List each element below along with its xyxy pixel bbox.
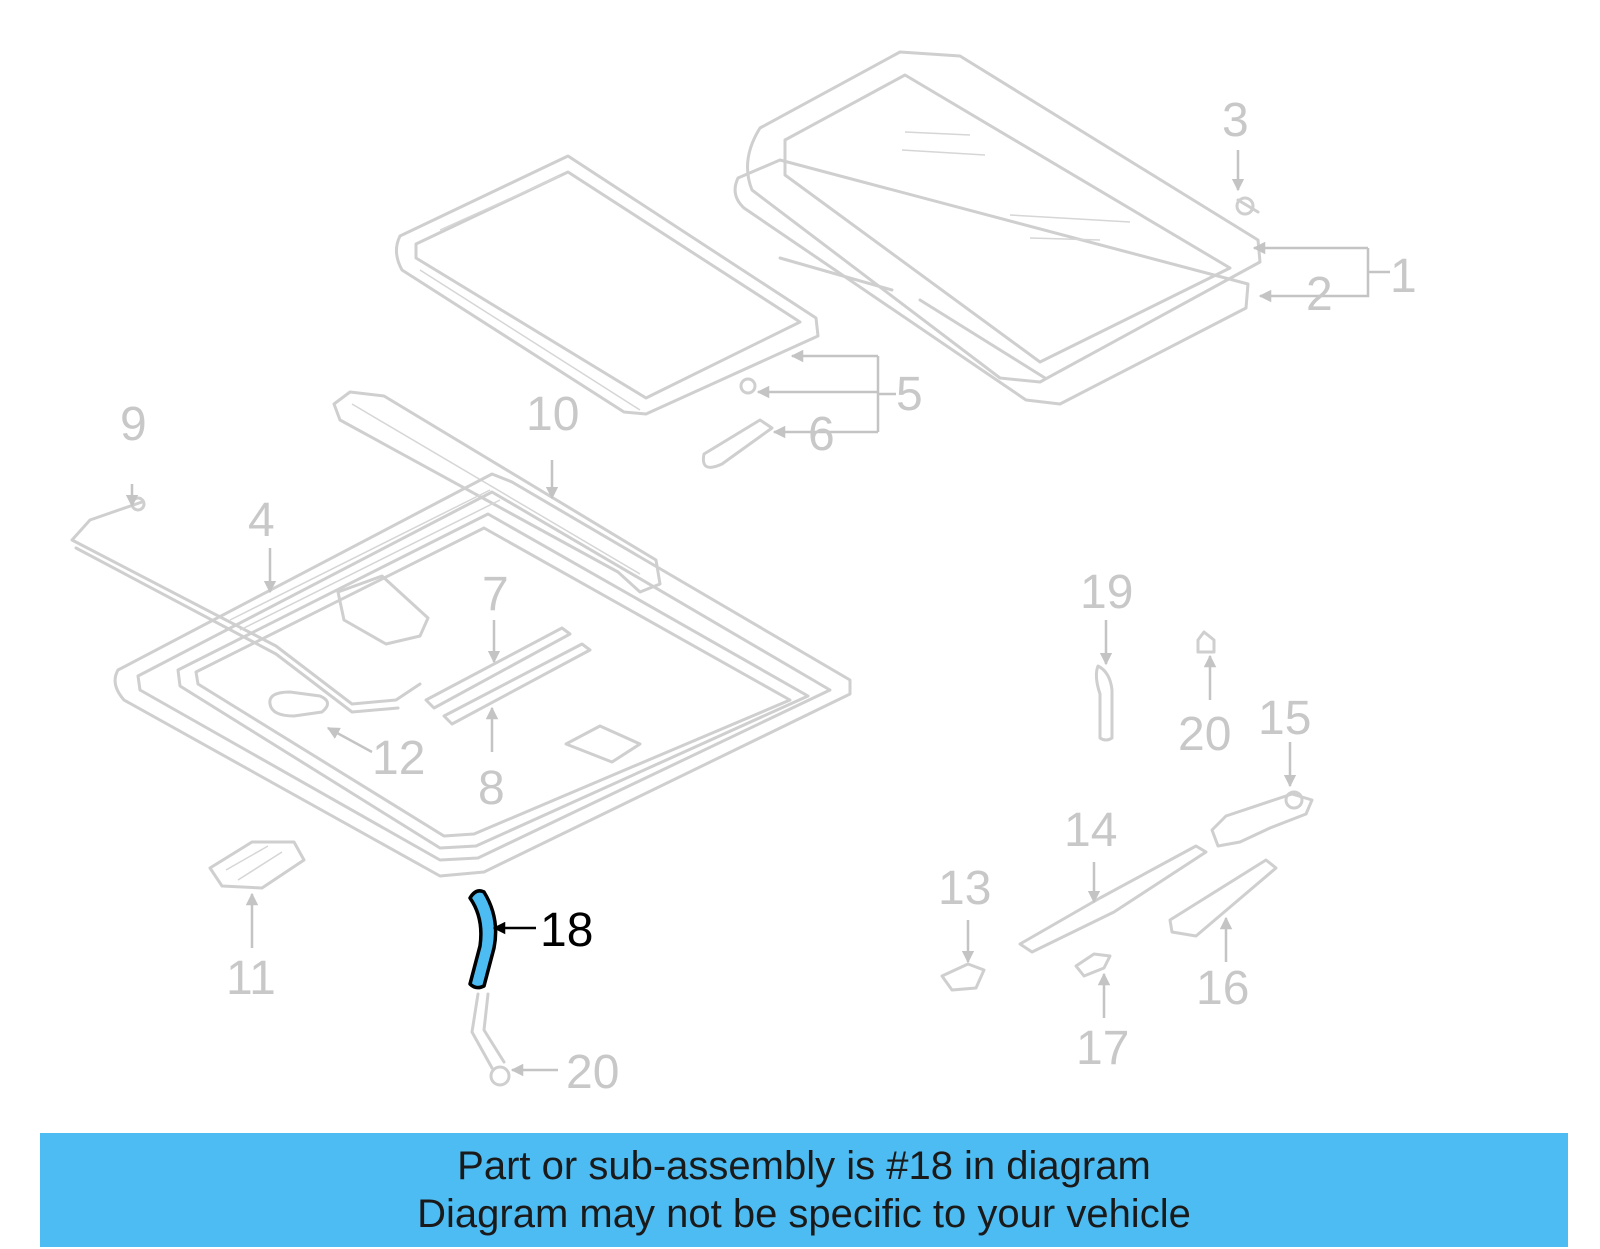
label-20-right: 20 [1178, 708, 1231, 761]
label-1: 1 [1390, 250, 1417, 303]
label-10: 10 [526, 388, 579, 441]
pad-12 [268, 690, 329, 718]
label-13: 13 [938, 862, 991, 915]
bracket-17 [1074, 952, 1112, 978]
label-12: 12 [372, 732, 425, 785]
wind-deflector [332, 390, 662, 594]
motor-11 [208, 840, 306, 890]
sunshade-panel [395, 154, 820, 416]
label-5: 5 [896, 368, 923, 421]
drain-hose-18 [468, 889, 498, 990]
label-17: 17 [1076, 1022, 1129, 1075]
bracket-15 [1210, 790, 1314, 848]
label-4: 4 [248, 494, 275, 547]
label-14: 14 [1064, 804, 1117, 857]
label-15: 15 [1258, 692, 1311, 745]
drive-cable [70, 496, 422, 714]
label-3: 3 [1222, 94, 1249, 147]
info-banner: Part or sub-assembly is #18 in diagram D… [40, 1133, 1568, 1247]
callout-labels: 1 2 3 4 5 6 7 8 9 10 11 12 13 14 15 16 1… [120, 94, 1417, 1099]
label-11: 11 [226, 952, 276, 1005]
label-7: 7 [482, 568, 509, 621]
label-2: 2 [1306, 268, 1333, 321]
sunroof-frame [113, 472, 852, 878]
bracket-13 [940, 962, 986, 992]
label-18: 18 [540, 904, 593, 957]
hose-19 [1094, 664, 1114, 742]
guide-rails [424, 626, 592, 726]
label-16: 16 [1196, 962, 1249, 1015]
clip-20-right [1196, 630, 1216, 654]
label-20-bottom: 20 [566, 1046, 619, 1099]
banner-disclaimer: Diagram may not be specific to your vehi… [417, 1192, 1191, 1236]
handle-6 [701, 418, 774, 469]
label-6: 6 [808, 408, 835, 461]
label-19: 19 [1080, 566, 1133, 619]
callout-lines [125, 150, 1390, 1077]
arm-14 [1018, 844, 1208, 954]
banner-part-info: Part or sub-assembly is #18 in diagram [457, 1144, 1151, 1188]
drain-hose-lower [470, 992, 511, 1087]
label-8: 8 [478, 762, 505, 815]
sunroof-glass-panel [733, 50, 1262, 406]
label-9: 9 [120, 398, 147, 451]
screw-3 [1235, 196, 1260, 216]
bar-16 [1168, 858, 1278, 938]
